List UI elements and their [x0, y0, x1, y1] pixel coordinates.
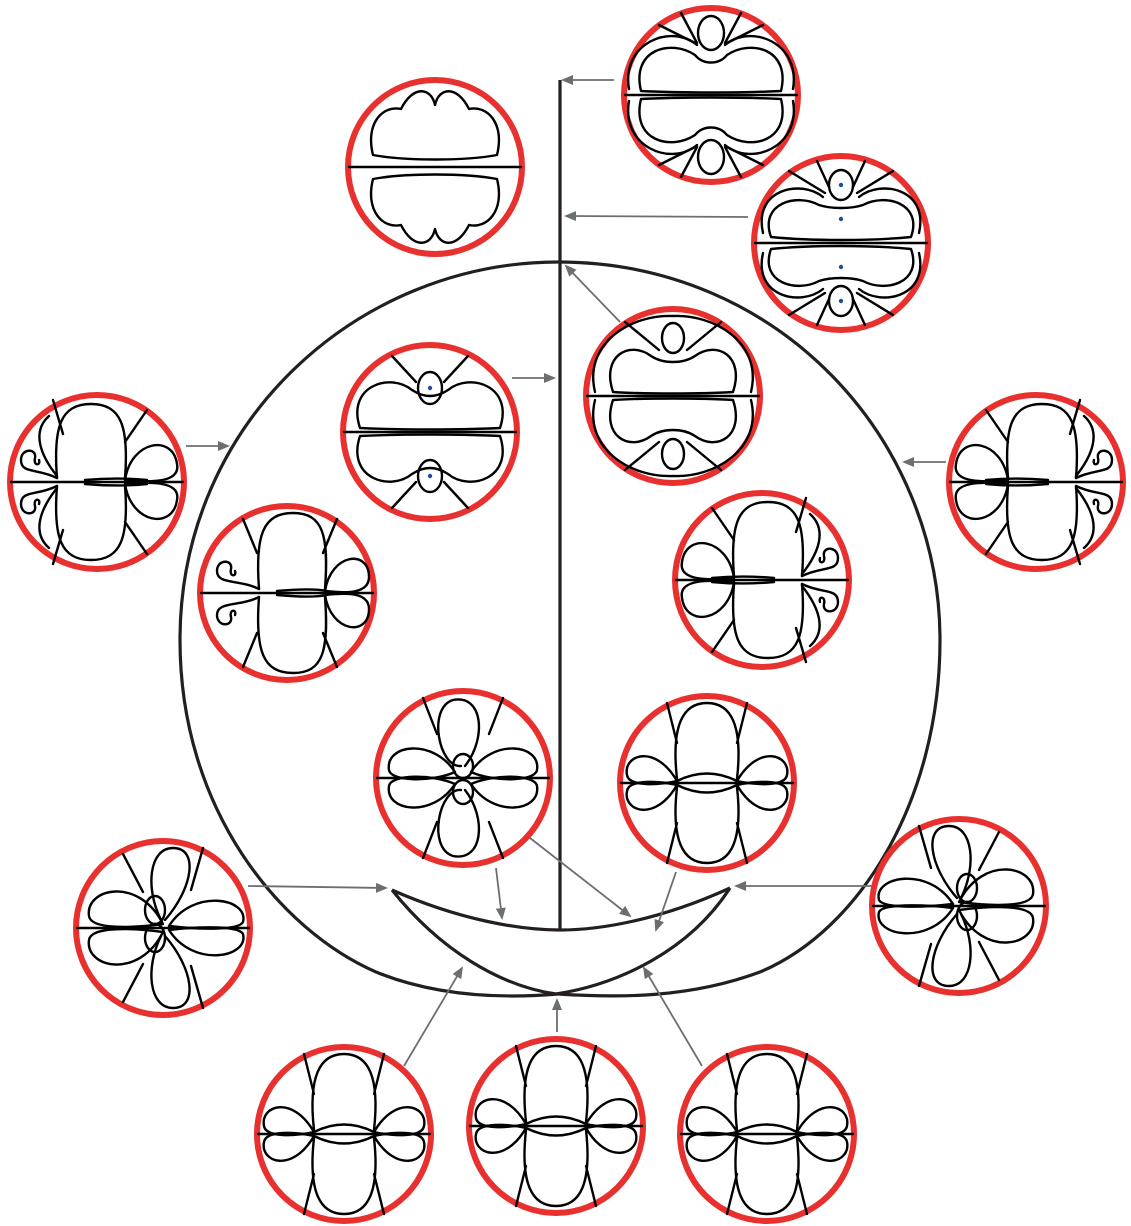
cusp-left-branch [392, 890, 556, 994]
arrow-right-inner [566, 266, 620, 322]
phase-portrait-inner-lower-right [620, 696, 794, 870]
phase-portrait-top-right [624, 8, 798, 182]
arrow-bottom-right [644, 968, 702, 1066]
arrow-inner-right-down [656, 872, 676, 930]
phase-portrait-top-center [348, 80, 522, 254]
phase-portrait-inner-left [200, 506, 374, 680]
phase-portrait-inner-lower-left [376, 691, 550, 865]
phase-portrait-inner-upper-left [343, 345, 517, 519]
phase-portrait-bottom-right [680, 1047, 854, 1221]
phase-portrait-lower-left-outer [76, 841, 250, 1015]
phase-portrait-upper-right [754, 156, 928, 330]
arrow-inner-left-down [496, 868, 502, 918]
cusp-right-branch [556, 888, 730, 994]
phase-portrait-bottom-left [257, 1047, 431, 1221]
phase-portrait-lower-right-outer [872, 819, 1046, 993]
phase-portrait-left-outer [10, 395, 184, 569]
arrow-top-right-2 [566, 216, 748, 217]
phase-portrait-inner-right [675, 493, 849, 667]
phase-portrait-inner-upper-right [586, 309, 760, 483]
phase-portrait-right-outer [949, 395, 1123, 569]
arrow-inner-left-diag [530, 838, 630, 916]
phase-portrait-bottom-center [469, 1039, 643, 1213]
